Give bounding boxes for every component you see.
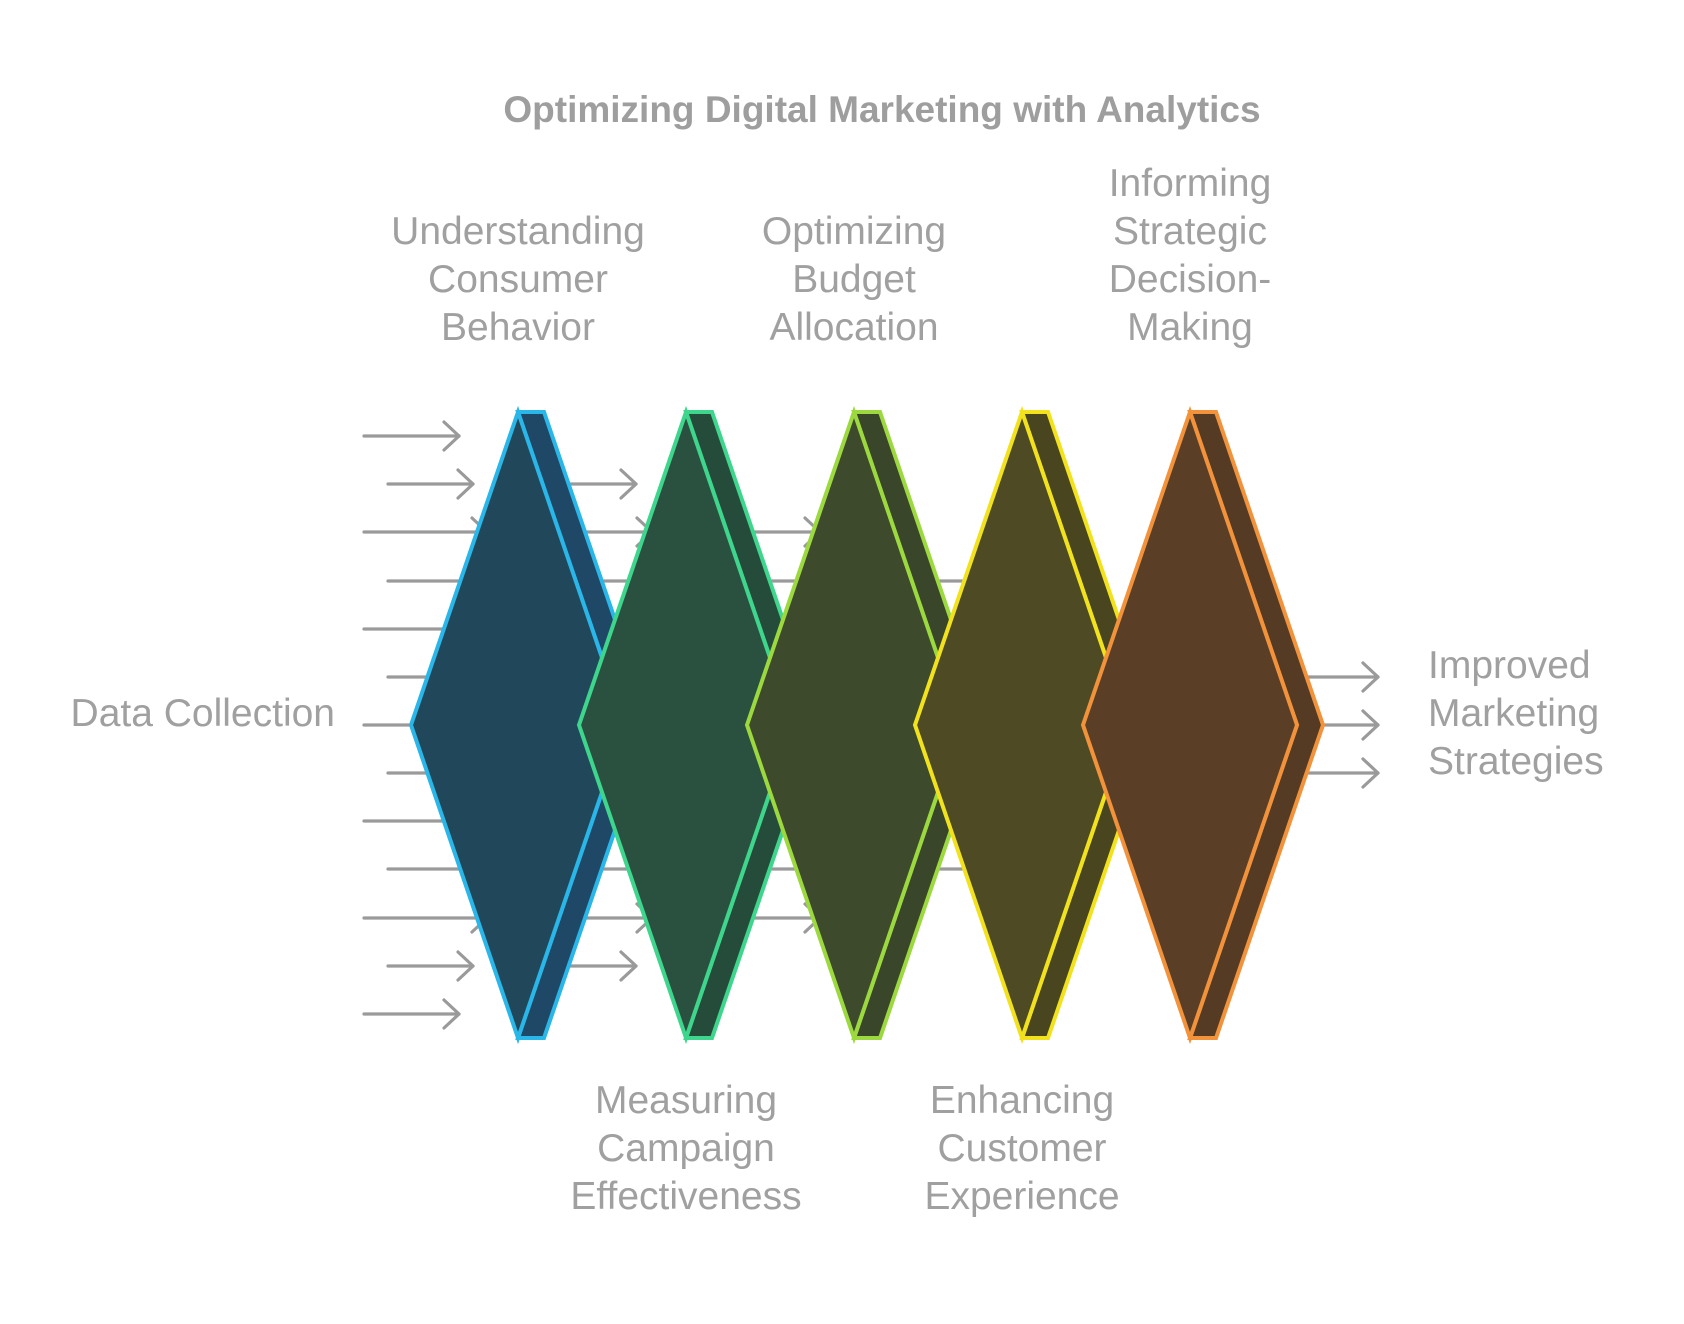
stage-label-line: Informing <box>1109 162 1272 205</box>
stage-label-line: Optimizing <box>762 210 946 253</box>
arrow-head <box>1361 757 1380 789</box>
chevron-front-face <box>408 405 628 1045</box>
chevron-front-face <box>744 405 964 1045</box>
stage-chevron-2 <box>576 405 822 1045</box>
flow-arrow <box>362 420 461 452</box>
flow-arrow <box>386 950 475 982</box>
stage-label-line: Making <box>1127 306 1253 349</box>
stage-label-line: Budget <box>792 258 916 301</box>
arrow-head <box>442 420 461 452</box>
stage-label-line: Campaign <box>597 1127 775 1170</box>
stage-label-line: Understanding <box>391 210 645 253</box>
stage-chevron-4 <box>912 405 1158 1045</box>
arrow-head <box>619 468 638 500</box>
arrow-head <box>1361 661 1380 693</box>
stage-label-line: Measuring <box>595 1079 777 1122</box>
stage-label-line: Behavior <box>441 306 595 349</box>
stage-label-line: Effectiveness <box>570 1175 801 1218</box>
stage-label-line: Decision- <box>1109 258 1272 301</box>
input-label: Data Collection <box>71 692 335 735</box>
flow-arrow <box>362 516 489 548</box>
stage-label-line: Strategic <box>1113 210 1267 253</box>
arrow-head <box>456 950 475 982</box>
output-label: Improved Marketing Strategies <box>1428 644 1610 783</box>
arrow-head <box>619 950 638 982</box>
flow-arrow <box>362 998 461 1030</box>
arrow-head <box>1361 709 1380 741</box>
chevron-front-face <box>1080 405 1300 1045</box>
flow-arrow <box>386 468 475 500</box>
diagram-title: Optimizing Digital Marketing with Analyt… <box>503 89 1260 130</box>
stage-label-line: Customer <box>937 1127 1106 1170</box>
chevron-front-face <box>912 405 1132 1045</box>
stage-chevron-3 <box>744 405 990 1045</box>
stage-label-line: Consumer <box>428 258 608 301</box>
arrow-head <box>456 468 475 500</box>
stage-label-line: Enhancing <box>930 1079 1114 1122</box>
stage-chevrons <box>408 405 1326 1045</box>
chevron-front-face <box>576 405 796 1045</box>
arrow-head <box>442 998 461 1030</box>
stage-label-line: Experience <box>924 1175 1119 1218</box>
flow-arrow <box>362 902 489 934</box>
stage-label-line: Allocation <box>769 306 938 349</box>
stage-chevron-5 <box>1080 405 1326 1045</box>
